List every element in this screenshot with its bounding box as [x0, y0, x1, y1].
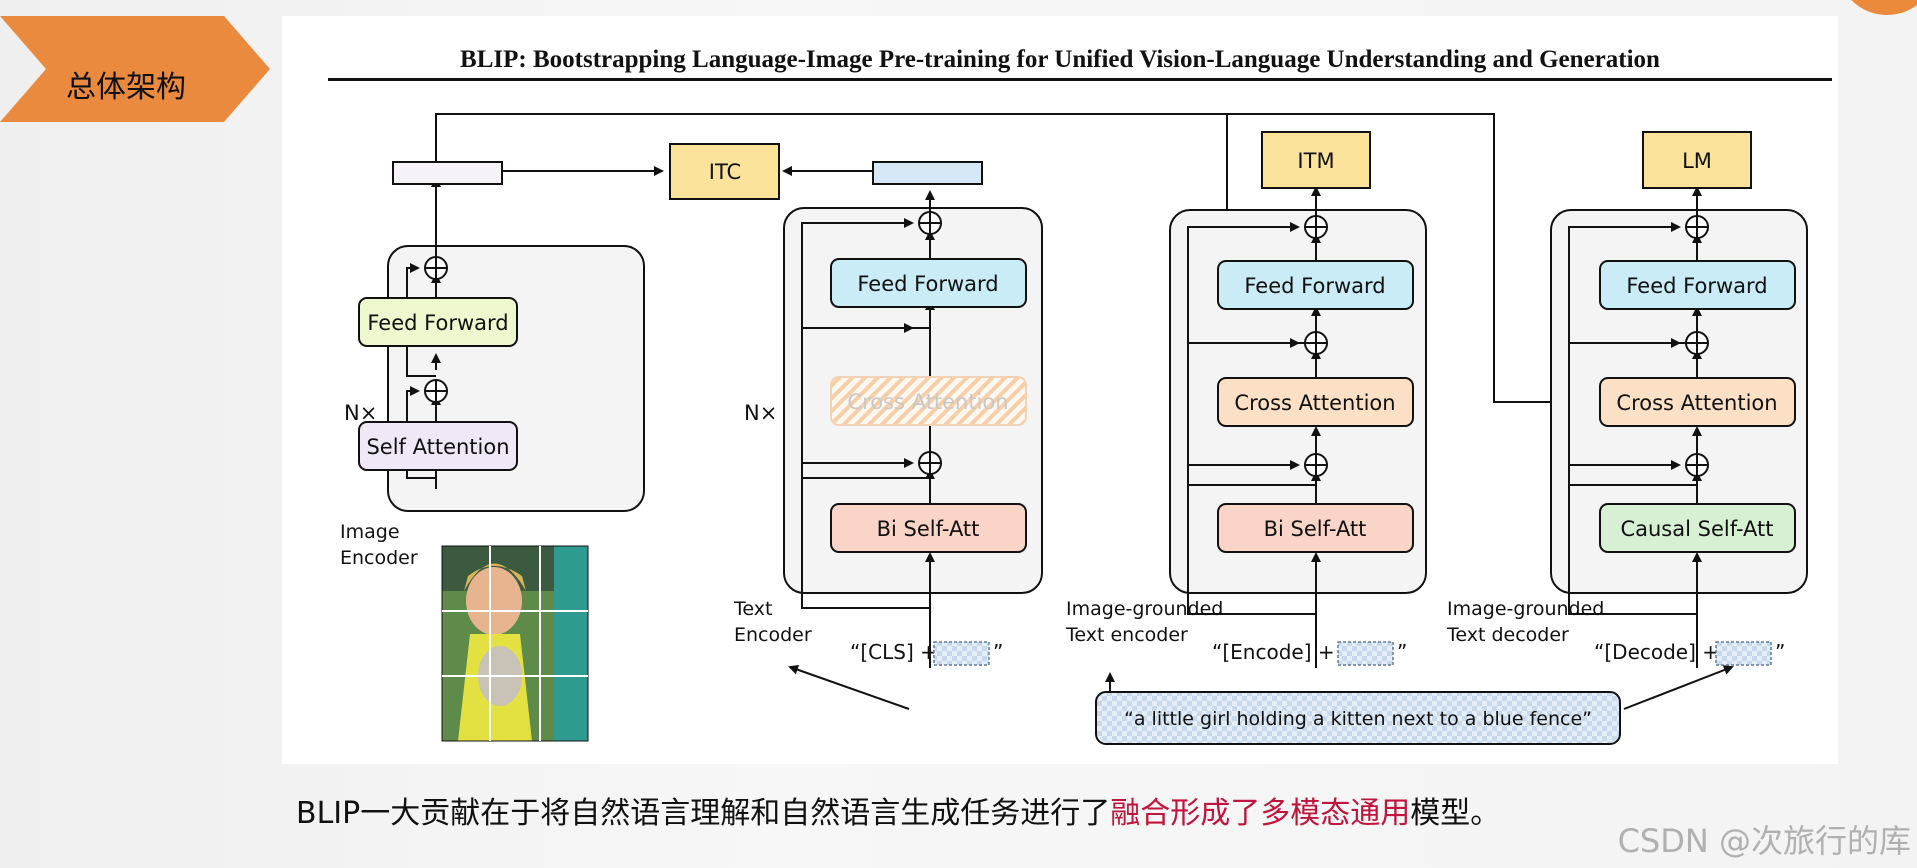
svg-text:“[Encode] +: “[Encode] + [1212, 640, 1335, 664]
grounded-decoder-block: Feed Forward Cross Attention Causal Self… [1550, 186, 1808, 668]
grounded-encoder-input: “[Encode] + ” [1212, 640, 1407, 666]
badge-arrow-shape [0, 16, 270, 122]
svg-text:”: ” [1397, 640, 1407, 664]
svg-text:”: ” [1775, 640, 1785, 664]
slide-caption: BLIP一大贡献在于将自然语言理解和自然语言生成任务进行了融合形成了多模态通用模… [296, 788, 1500, 832]
grounded-encoder-ffn-label: Feed Forward [1244, 274, 1385, 298]
section-badge-label: 总体架构 [66, 70, 186, 105]
svg-text:“[Decode] +: “[Decode] + [1594, 640, 1719, 664]
svg-text:Image-grounded: Image-grounded [1447, 598, 1604, 620]
svg-text:“[CLS] +: “[CLS] + [850, 640, 937, 664]
watermark: CSDN @次旅行的库 [1617, 822, 1911, 860]
text-ffn-layer [830, 258, 1027, 308]
text-bi-self-att-label: Bi Self-Att [877, 517, 980, 541]
grounded-encoder-cross-attention-label: Cross Attention [1234, 391, 1395, 415]
text-embedding [872, 161, 983, 185]
figure-title: BLIP: Bootstrapping Language-Image Pre-t… [460, 46, 1660, 73]
text-cross-attention-label: Cross Attention [847, 390, 1008, 414]
svg-text:Text encoder: Text encoder [1065, 624, 1188, 646]
svg-text:Image-grounded: Image-grounded [1066, 598, 1223, 620]
caption-part-2: 模型。 [1410, 796, 1501, 831]
image-embedding [392, 161, 503, 185]
image-ffn-layer [358, 297, 518, 347]
itc-box [669, 143, 780, 200]
grounded-encoder-block: Feed Forward Cross Attention Bi Self-Att [1169, 186, 1427, 668]
text-bi-self-att-layer [830, 503, 1027, 553]
input-image [441, 545, 589, 742]
text-encoder-block: Feed Forward Cross Attention Bi Self-Att [783, 190, 1043, 668]
svg-text:”: ” [993, 640, 1003, 664]
grounded-encoder-bi-self-att-label: Bi Self-Att [1264, 517, 1367, 541]
section-badge: 总体架构 [0, 16, 270, 122]
lm-label: LM [1682, 149, 1712, 173]
grounded-decoder-ffn-label: Feed Forward [1626, 274, 1767, 298]
image-ffn-label: Feed Forward [367, 311, 508, 335]
itc-label: ITC [709, 160, 741, 184]
grounded-encoder-cross-attention-layer [1217, 377, 1414, 427]
image-encoder-block: Feed Forward Self Attention [358, 177, 645, 512]
grounded-decoder-ffn-layer [1599, 260, 1796, 310]
svg-text:Text decoder: Text decoder [1446, 624, 1569, 646]
text-ffn-label: Feed Forward [857, 272, 998, 296]
text-encoder-input: “[CLS] + ” [850, 640, 1003, 666]
lm-box [1642, 131, 1752, 189]
text-encoder-repeat: N× [744, 401, 777, 425]
grounded-decoder-causal-self-att-label: Causal Self-Att [1620, 517, 1773, 541]
itm-label: ITM [1297, 149, 1334, 173]
grounded-decoder-causal-self-att-layer [1599, 503, 1796, 553]
grounded-decoder-name: Image-grounded Text decoder [1446, 598, 1604, 646]
caption-part-1: BLIP一大贡献在于将自然语言理解和自然语言生成任务进行了 [296, 796, 1111, 831]
image-encoder-repeat: N× [344, 401, 377, 425]
grounded-decoder-cross-attention-layer [1599, 377, 1796, 427]
blip-figure: BLIP: Bootstrapping Language-Image Pre-t… [282, 16, 1838, 764]
title-rule [328, 78, 1832, 81]
grounded-decoder-input: “[Decode] + ” [1594, 640, 1785, 666]
grounded-decoder-cross-attention-label: Cross Attention [1616, 391, 1777, 415]
caption-box [1095, 691, 1621, 745]
image-self-attention-layer [358, 421, 518, 471]
grounded-encoder-bi-self-att-layer [1217, 503, 1414, 553]
image-self-attention-label: Self Attention [366, 435, 509, 459]
grounded-encoder-name: Image-grounded Text encoder [1065, 598, 1223, 646]
grounded-encoder-ffn-layer [1217, 260, 1414, 310]
itm-box [1261, 131, 1371, 189]
caption-highlight: 融合形成了多模态通用 [1110, 796, 1411, 831]
caption-text: “a little girl holding a kitten next to … [1124, 708, 1592, 730]
text-cross-attention-disabled [830, 376, 1027, 426]
